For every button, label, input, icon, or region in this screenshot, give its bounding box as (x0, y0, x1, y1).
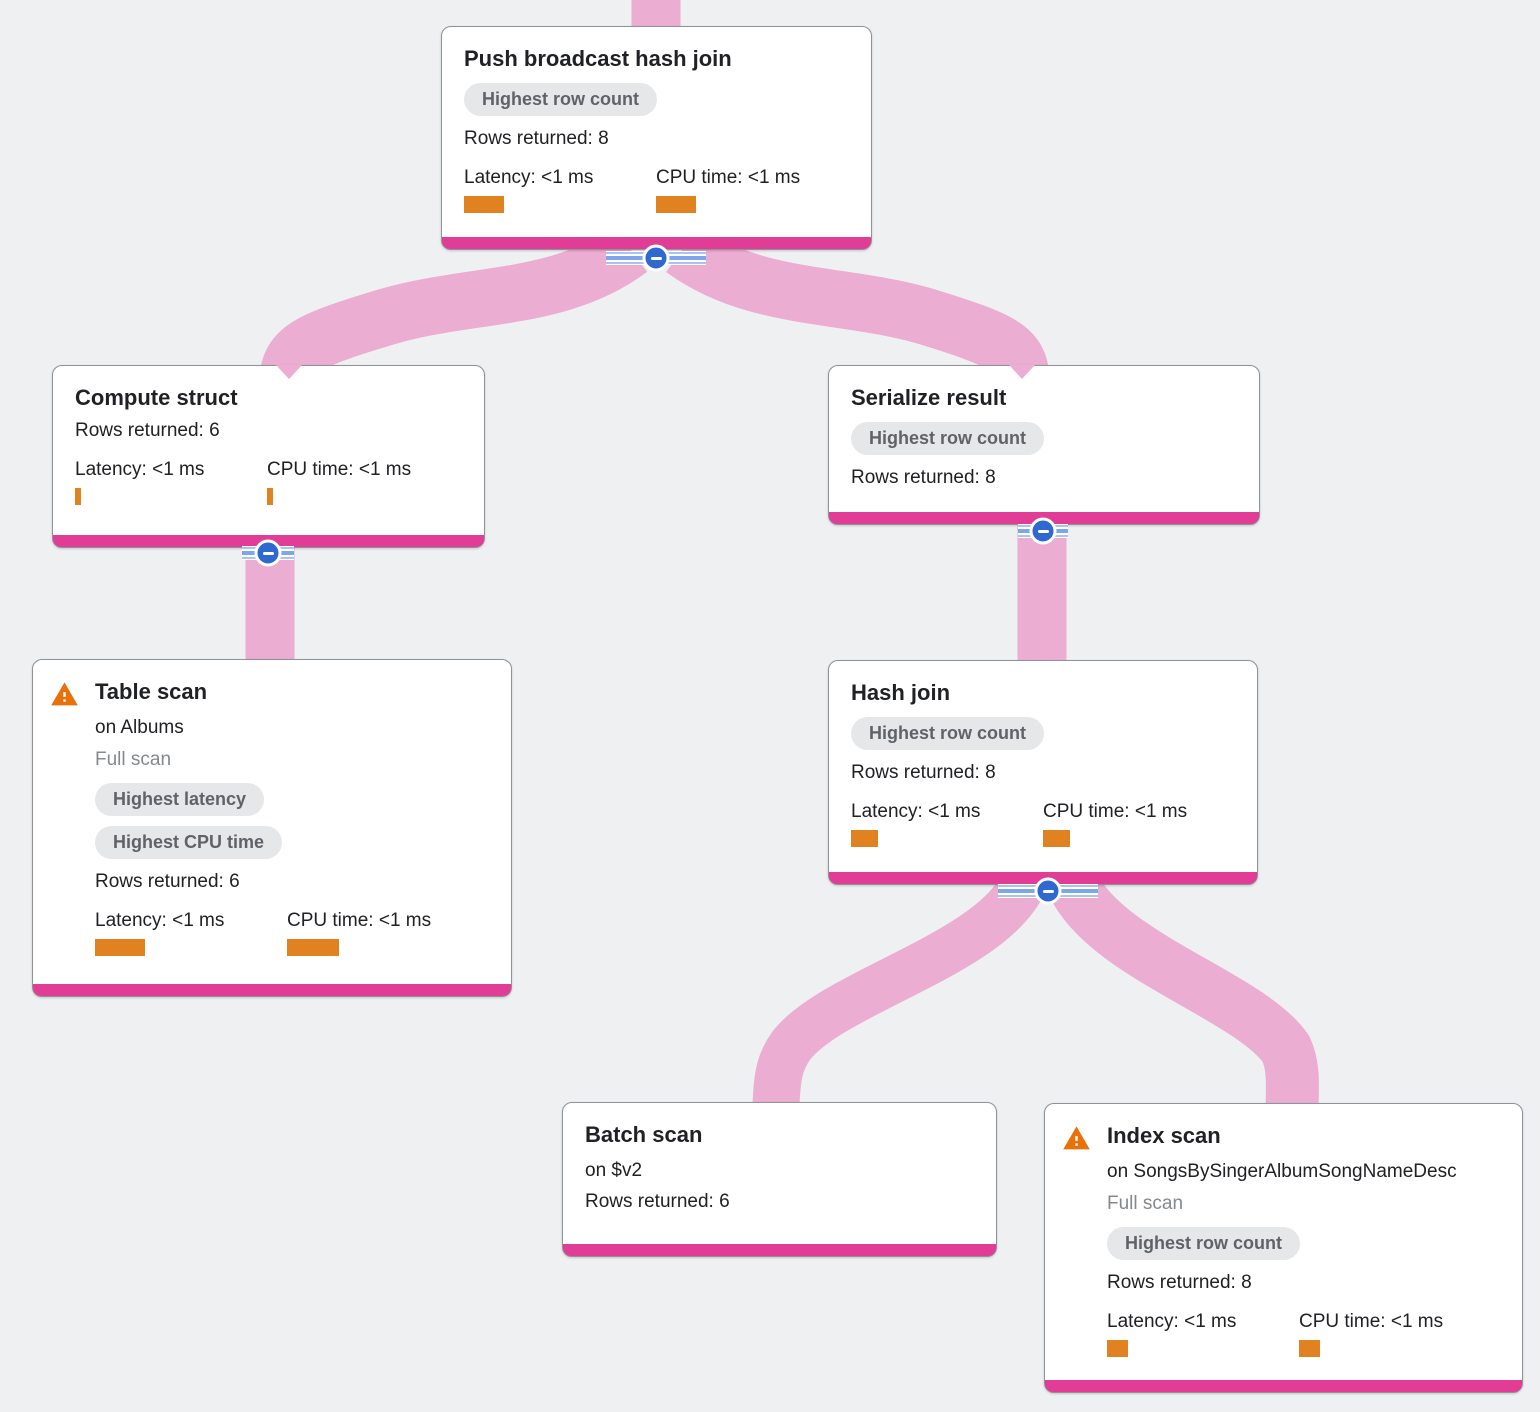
edge-push-to-serialize (666, 225, 1050, 381)
rows-returned: Rows returned: 6 (95, 870, 240, 892)
plan-node-hash-join[interactable]: Hash join Highest row count Rows returne… (828, 660, 1258, 885)
warning-icon (1063, 1126, 1090, 1150)
scan-type-label: Full scan (95, 749, 172, 771)
node-title: Push broadcast hash join (464, 46, 732, 71)
node-bottom-bar (563, 1244, 996, 1256)
status-badge: Highest row count (464, 82, 657, 116)
metric-label-latency: Latency: <1 ms (1107, 1310, 1237, 1332)
flow-notch (276, 365, 302, 379)
metric-label-latency: Latency: <1 ms (75, 458, 205, 480)
rows-returned: Rows returned: 8 (851, 466, 996, 488)
node-title: Index scan (1107, 1123, 1221, 1148)
metric-label-cpu: CPU time: <1 ms (1043, 800, 1188, 822)
collapse-button-hash[interactable] (998, 877, 1098, 905)
metric-label-cpu: CPU time: <1 ms (287, 909, 432, 931)
cpu-time-bar (287, 938, 339, 956)
latency-bar (851, 829, 878, 847)
node-subtitle: on Albums (95, 716, 184, 738)
plan-node-push-broadcast-hash-join[interactable]: Push broadcast hash join Highest row cou… (441, 26, 872, 250)
cpu-time-bar (1299, 1339, 1320, 1357)
plan-node-table-scan[interactable]: Table scan on Albums Full scan Highest l… (32, 659, 512, 997)
minus-icon (642, 244, 670, 272)
minus-icon (1034, 877, 1062, 905)
edge-hash-to-index (1048, 871, 1319, 1108)
node-title: Batch scan (585, 1122, 703, 1147)
plan-node-serialize-result[interactable]: Serialize result Highest row count Rows … (828, 365, 1260, 525)
minus-icon (1029, 517, 1057, 545)
minus-icon (254, 539, 282, 567)
status-badge: Highest CPU time (95, 825, 283, 859)
node-title: Compute struct (75, 385, 238, 410)
rows-returned: Rows returned: 6 (585, 1191, 730, 1213)
flow-notch (1009, 365, 1035, 379)
collapse-button-push[interactable] (606, 244, 706, 272)
rows-returned: Rows returned: 8 (1107, 1271, 1252, 1293)
node-subtitle: on $v2 (585, 1159, 643, 1181)
status-badge: Highest row count (851, 421, 1044, 455)
node-bottom-bar (1045, 1380, 1522, 1392)
status-badge: Highest row count (851, 716, 1044, 750)
node-title: Table scan (95, 679, 208, 704)
warning-icon (51, 682, 78, 706)
latency-bar (95, 938, 145, 956)
metric-label-cpu: CPU time: <1 ms (1299, 1310, 1444, 1332)
rows-returned: Rows returned: 6 (75, 419, 220, 441)
metric-label-cpu: CPU time: <1 ms (656, 166, 801, 188)
edge-hash-to-batch (752, 872, 1045, 1107)
plan-node-batch-scan[interactable]: Batch scan on $v2 Rows returned: 6 (562, 1102, 997, 1257)
metric-label-cpu: CPU time: <1 ms (267, 458, 412, 480)
node-title: Serialize result (851, 385, 1007, 410)
node-bottom-bar (33, 984, 511, 996)
scan-type-label: Full scan (1107, 1193, 1184, 1215)
latency-bar (1107, 1339, 1128, 1357)
metric-label-latency: Latency: <1 ms (464, 166, 594, 188)
rows-returned: Rows returned: 8 (464, 127, 609, 149)
node-subtitle: on SongsBySingerAlbumSongNameDesc (1107, 1160, 1457, 1182)
collapse-button-serialize[interactable] (1018, 517, 1068, 545)
rows-returned: Rows returned: 8 (851, 761, 996, 783)
plan-node-index-scan[interactable]: Index scan on SongsBySingerAlbumSongName… (1044, 1103, 1523, 1393)
latency-bar (75, 487, 81, 505)
metric-label-latency: Latency: <1 ms (851, 800, 981, 822)
latency-bar (464, 195, 504, 213)
cpu-time-bar (267, 487, 273, 505)
node-bottom-bar (442, 237, 871, 249)
collapse-button-compute[interactable] (242, 539, 294, 567)
status-badge: Highest row count (1107, 1226, 1300, 1260)
cpu-time-bar (1043, 829, 1070, 847)
status-badge: Highest latency (95, 782, 265, 816)
metric-label-latency: Latency: <1 ms (95, 909, 225, 931)
edge-push-to-compute (259, 225, 648, 382)
plan-node-compute-struct[interactable]: Compute struct Rows returned: 6 Latency:… (52, 365, 485, 548)
cpu-time-bar (656, 195, 696, 213)
node-title: Hash join (851, 680, 951, 705)
